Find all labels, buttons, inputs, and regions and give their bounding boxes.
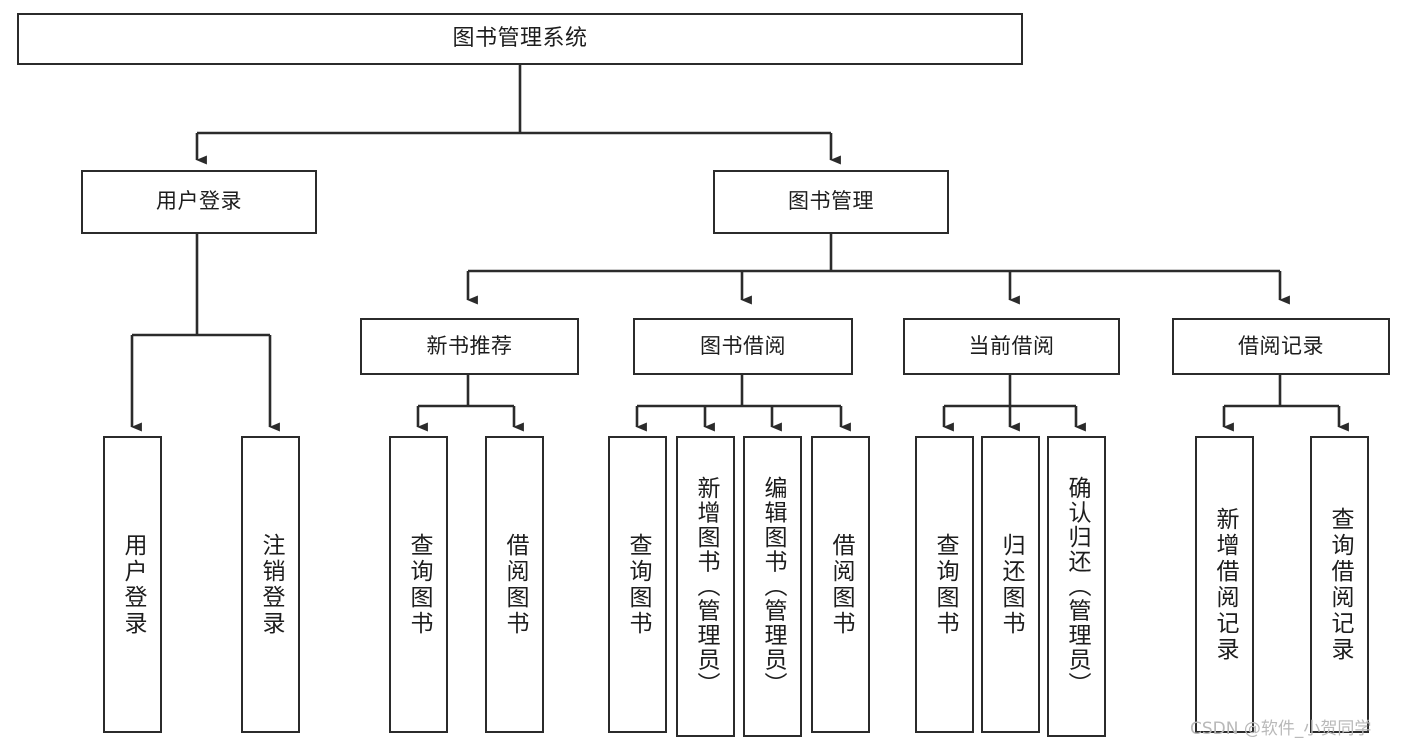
node-label: 借阅图书 [828, 532, 854, 637]
leaf-query-borrow-record[interactable]: 查询借阅记录 [1310, 436, 1369, 733]
node-book-management[interactable]: 图书管理 [713, 170, 949, 234]
node-label: 查询图书 [932, 532, 958, 637]
node-label: 图书管理 [788, 189, 874, 214]
leaf-borrow-book-1[interactable]: 借阅图书 [485, 436, 544, 733]
leaf-confirm-return-admin[interactable]: 确认归还（管理员） [1047, 436, 1106, 737]
node-label: 用户登录 [120, 532, 146, 637]
node-label: 图书借阅 [700, 333, 786, 358]
node-borrow-record[interactable]: 借阅记录 [1172, 318, 1390, 375]
leaf-add-borrow-record[interactable]: 新增借阅记录 [1195, 436, 1254, 733]
node-label: 借阅记录 [1238, 333, 1324, 358]
leaf-query-book-1[interactable]: 查询图书 [389, 436, 448, 733]
leaf-logout[interactable]: 注销登录 [241, 436, 300, 733]
leaf-user-login[interactable]: 用户登录 [103, 436, 162, 733]
leaf-edit-book-admin[interactable]: 编辑图书（管理员） [743, 436, 802, 737]
leaf-return-book[interactable]: 归还图书 [981, 436, 1040, 733]
node-label: 当前借阅 [968, 333, 1055, 358]
node-label: 归还图书 [998, 532, 1024, 637]
leaf-add-book-admin[interactable]: 新增图书（管理员） [676, 436, 735, 737]
node-current-borrow[interactable]: 当前借阅 [903, 318, 1120, 375]
node-label: 图书管理系统 [452, 25, 588, 51]
leaf-query-book-2[interactable]: 查询图书 [608, 436, 667, 733]
node-label: 确认归还（管理员） [1064, 476, 1090, 697]
leaf-borrow-book-2[interactable]: 借阅图书 [811, 436, 870, 733]
node-label: 查询图书 [625, 532, 651, 637]
node-label: 查询借阅记录 [1327, 506, 1353, 663]
node-label: 新书推荐 [426, 333, 513, 358]
node-label: 编辑图书（管理员） [760, 476, 786, 697]
node-new-book-recommend[interactable]: 新书推荐 [360, 318, 579, 375]
node-label: 查询图书 [406, 532, 432, 637]
leaf-query-book-3[interactable]: 查询图书 [915, 436, 974, 733]
node-book-borrow[interactable]: 图书借阅 [633, 318, 853, 375]
node-label: 新增图书（管理员） [693, 476, 719, 697]
node-label: 用户登录 [156, 189, 242, 214]
node-root-system[interactable]: 图书管理系统 [17, 13, 1023, 65]
node-label: 新增借阅记录 [1212, 506, 1238, 663]
csdn-watermark: CSDN @软件_小贺同学 [1190, 719, 1372, 739]
node-label: 注销登录 [258, 532, 284, 637]
node-label: 借阅图书 [502, 532, 528, 637]
node-user-login[interactable]: 用户登录 [81, 170, 317, 234]
